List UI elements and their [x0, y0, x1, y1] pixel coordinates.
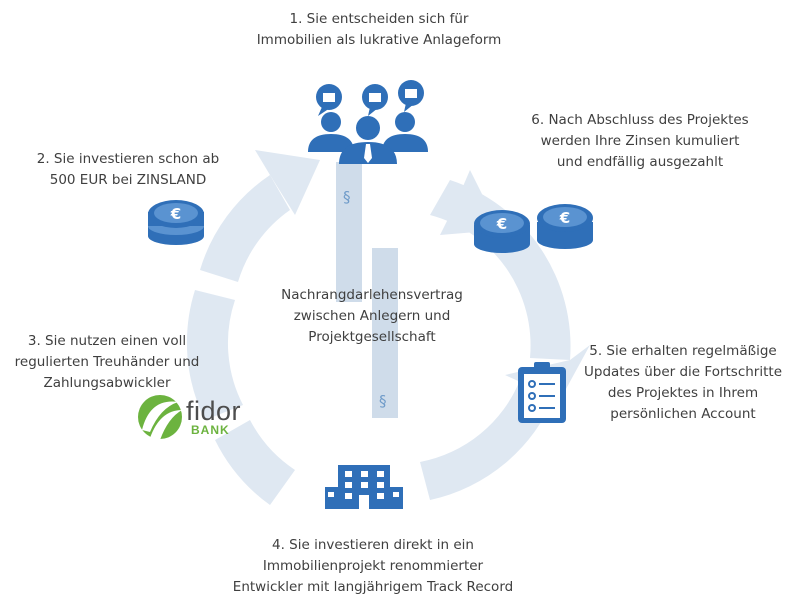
step-5-line: persönlichen Account [610, 406, 756, 422]
svg-text:€: € [170, 205, 181, 223]
step-1-line: 1. Sie entscheiden sich für [289, 11, 469, 27]
center-contract-text: Nachrangdarlehensvertrag zwischen Anlege… [262, 285, 482, 348]
step-6-line: 6. Nach Abschluss des Projektes [531, 112, 749, 128]
step-5-text: 5. Sie erhalten regelmäßige Updates über… [570, 341, 796, 425]
step-4-line: Entwickler mit langjährigem Track Record [232, 579, 514, 595]
step-2-line: 500 EUR bei ZINSLAND [49, 172, 207, 188]
step-5-line: 5. Sie erhalten regelmäßige [589, 343, 777, 359]
step-4-text: 4. Sie investieren direkt in ein Immobil… [198, 535, 548, 598]
step-2-line: 2. Sie investieren schon ab [36, 151, 220, 167]
investor-group-icon [308, 80, 428, 164]
fidor-logo-text: fidor [186, 396, 242, 426]
step-4-line: Immobilienprojekt renommierter [262, 558, 484, 574]
step-3-line: Zahlungsabwickler [43, 375, 171, 391]
center-line: Projektgesellschaft [308, 329, 436, 345]
step-6-line: und endfällig ausgezahlt [556, 154, 724, 170]
step-3-line: 3. Sie nutzen einen voll [27, 333, 187, 349]
step-2-text: 2. Sie investieren schon ab 500 EUR bei … [16, 149, 240, 191]
step-5-line: Updates über die Fortschritte [584, 364, 782, 380]
center-line: Nachrangdarlehensvertrag [281, 287, 463, 303]
office-building-icon [325, 465, 403, 509]
svg-text:€: € [559, 209, 570, 227]
euro-coins-icon: € [148, 200, 204, 245]
step-1-line: Immobilien als lukrative Anlageform [256, 32, 502, 48]
step-3-line: regulierten Treuhänder und [14, 354, 200, 370]
step-6-line: werden Ihre Zinsen kumuliert [540, 133, 740, 149]
step-4-line: 4. Sie investieren direkt in ein [272, 537, 474, 553]
step-1-text: 1. Sie entscheiden sich für Immobilien a… [200, 9, 558, 51]
step-5-line: des Projektes in Ihrem [607, 385, 759, 401]
paragraph-symbol-top: § [343, 188, 351, 206]
euro-coins-double-icon: € € [474, 204, 593, 253]
paragraph-symbol-bottom: § [379, 392, 387, 410]
step-3-text: 3. Sie nutzen einen voll regulierten Tre… [0, 331, 214, 394]
svg-text:€: € [496, 215, 507, 233]
fidor-logo-icon [138, 395, 182, 440]
center-line: zwischen Anlegern und [293, 308, 451, 324]
step-6-text: 6. Nach Abschluss des Projektes werden I… [500, 110, 780, 173]
fidor-logo-bank: BANK [191, 423, 230, 437]
clipboard-checklist-icon [518, 362, 566, 423]
